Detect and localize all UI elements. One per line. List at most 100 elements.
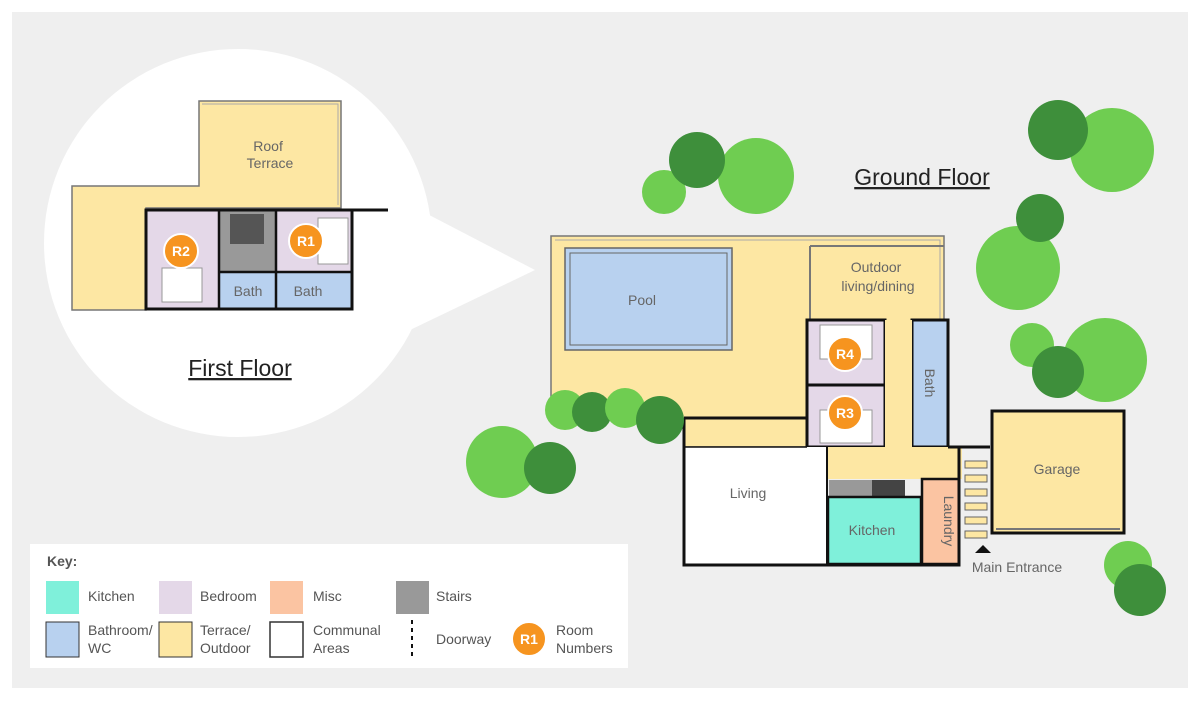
badge-circle <box>827 336 863 372</box>
badge-circle <box>511 621 547 657</box>
legend-label: Bedroom <box>200 588 257 604</box>
legend: Key: Kitchen Bedroom Misc Stairs Bathroo… <box>30 544 628 668</box>
room-badge-r1: R1 <box>288 223 324 259</box>
living-room <box>684 447 827 565</box>
kitchen <box>826 495 923 566</box>
foliage <box>718 138 794 214</box>
stair-core <box>230 214 264 244</box>
badge-circle <box>163 233 199 269</box>
entrance-arrow-icon <box>975 545 991 553</box>
tree-icon <box>545 388 684 444</box>
laundry-label: Laundry <box>941 496 957 547</box>
ground-floor-outer-wall <box>682 418 961 567</box>
badge-label-r1: R1 <box>297 233 315 249</box>
first-floor-title: First Floor <box>188 355 292 381</box>
tree-icon <box>1104 541 1166 616</box>
foliage <box>1028 100 1088 160</box>
legend-swatch <box>396 581 429 614</box>
ground-floor-plan: Pool Outdoor living/dining Bath Living K… <box>550 235 1126 575</box>
stair-treads <box>872 480 905 496</box>
living-label: Living <box>730 485 767 501</box>
badge-circle <box>288 223 324 259</box>
first-floor-walls <box>144 208 354 311</box>
foliage <box>1070 108 1154 192</box>
foliage <box>524 442 576 494</box>
first-floor-plan: Roof Terrace Bath Bath R2 R1 <box>71 100 388 311</box>
tree-icon <box>466 426 576 498</box>
pool-label: Pool <box>628 292 656 308</box>
bath-first-floor-1 <box>220 273 276 309</box>
trees <box>466 100 1166 616</box>
step <box>964 474 988 483</box>
foliage <box>642 170 686 214</box>
step <box>964 460 988 469</box>
legend-label: Kitchen <box>88 588 135 604</box>
tree-icon <box>1010 318 1147 402</box>
legend-item-bedroom: Bedroom <box>159 581 257 614</box>
badge-label-r3: R3 <box>836 405 854 421</box>
foliage <box>636 396 684 444</box>
legend-label: Room Numbers <box>556 622 613 656</box>
legend-swatch <box>269 621 304 658</box>
legend-label: Misc <box>313 588 342 604</box>
legend-swatch <box>270 581 303 614</box>
badge-sample-label: R1 <box>520 631 538 647</box>
ground-floor-title: Ground Floor <box>854 164 990 190</box>
bed-r2 <box>161 267 203 303</box>
badge-label-r2: R2 <box>172 243 190 259</box>
legend-label: Stairs <box>436 588 472 604</box>
badge-circle <box>827 395 863 431</box>
foliage <box>1032 346 1084 398</box>
legend-item-kitchen: Kitchen <box>46 581 135 614</box>
legend-swatch <box>158 621 193 658</box>
legend-item-stairs: Stairs <box>396 581 472 614</box>
legend-item-doorway: Doorway <box>411 620 491 660</box>
foliage <box>669 132 725 188</box>
legend-swatch <box>46 581 79 614</box>
bath-first-floor-2 <box>277 273 352 309</box>
foliage <box>605 388 645 428</box>
foliage <box>466 426 538 498</box>
pool <box>564 247 733 351</box>
main-entrance-label: Main Entrance <box>972 559 1062 575</box>
tree-icon <box>976 194 1064 310</box>
step <box>964 488 988 497</box>
roof-terrace-label: Roof Terrace <box>247 138 294 171</box>
legend-item-terrace: Terrace/ Outdoor <box>158 621 254 658</box>
corridor <box>885 320 912 447</box>
bath-first-floor-2-label: Bath <box>294 283 323 299</box>
step <box>964 530 988 539</box>
legend-item-room-numbers: R1 Room Numbers <box>511 621 613 657</box>
roof-terrace-outline <box>202 103 339 205</box>
legend-label: Terrace/ Outdoor <box>200 622 254 656</box>
legend-label: Bathroom/ WC <box>88 622 156 656</box>
foliage <box>1114 564 1166 616</box>
kitchen-label: Kitchen <box>849 522 896 538</box>
badge-label-r4: R4 <box>836 346 854 362</box>
foliage <box>976 226 1060 310</box>
tree-icon <box>642 132 794 214</box>
foliage <box>1016 194 1064 242</box>
legend-swatch <box>159 581 192 614</box>
hallway <box>827 447 962 479</box>
legend-swatch <box>45 621 80 658</box>
foliage <box>572 392 612 432</box>
garage-label: Garage <box>1034 461 1081 477</box>
entrance-steps <box>964 460 988 539</box>
callout-pointer <box>410 205 535 330</box>
garage <box>990 409 1126 535</box>
legend-item-bathroom: Bathroom/ WC <box>45 621 156 658</box>
bath-ground-floor-label: Bath <box>922 369 938 398</box>
room-badge-r3: R3 <box>827 395 863 431</box>
legend-title: Key: <box>47 553 77 569</box>
room-badge-r2: R2 <box>163 233 199 269</box>
legend-label: Doorway <box>436 631 491 647</box>
pool-inner-edge <box>569 252 728 346</box>
bath-first-floor-1-label: Bath <box>234 283 263 299</box>
tree-icon <box>1028 100 1154 192</box>
room-badge-r4: R4 <box>827 336 863 372</box>
legend-label: Communal Areas <box>313 622 385 656</box>
legend-item-communal: Communal Areas <box>269 621 385 658</box>
